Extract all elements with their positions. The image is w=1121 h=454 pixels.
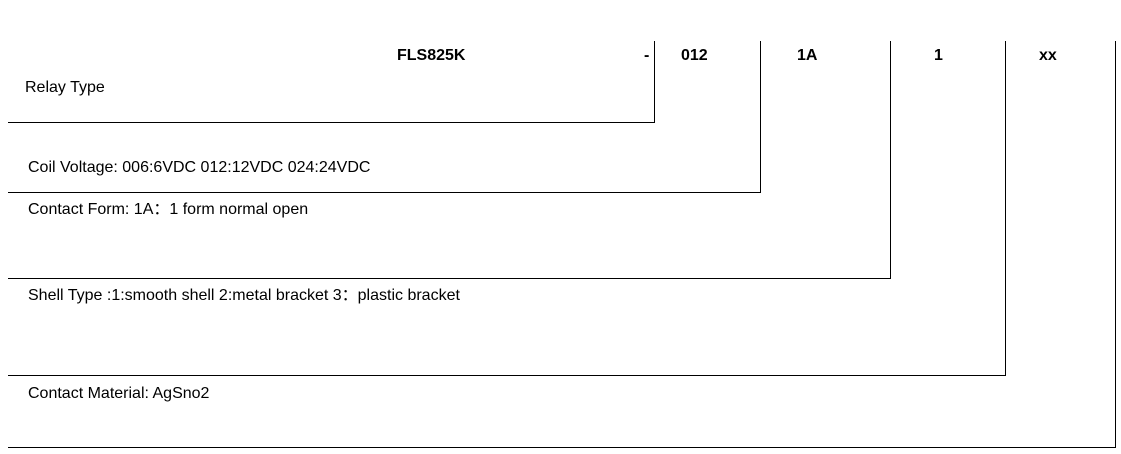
connector-hline-relay-type (8, 122, 655, 123)
connector-hline-contact-material (8, 447, 1116, 448)
part-code-separator: - (644, 47, 650, 64)
label-contact-material: Contact Material: AgSno2 (28, 385, 210, 402)
connector-vline-coil-voltage (760, 41, 761, 192)
connector-vline-shell-type (1005, 41, 1006, 375)
part-code-base: FLS825K (397, 47, 466, 64)
part-code-coil-voltage: 012 (681, 47, 708, 64)
label-relay-type: Relay Type (25, 79, 105, 96)
connector-vline-contact-form (890, 41, 891, 278)
label-coil-voltage: Coil Voltage: 006:6VDC 012:12VDC 024:24V… (28, 159, 371, 176)
connector-hline-contact-form (8, 278, 891, 279)
connector-hline-coil-voltage (8, 192, 761, 193)
part-code-contact-material: xx (1039, 47, 1057, 64)
connector-vline-contact-material (1115, 41, 1116, 448)
part-code-contact-form: 1A (797, 47, 818, 64)
part-code-shell-type: 1 (934, 47, 943, 64)
label-contact-form: Contact Form: 1A：1 form normal open (28, 201, 309, 218)
connector-hline-shell-type (8, 375, 1006, 376)
label-shell-type: Shell Type :1:smooth shell 2:metal brack… (28, 287, 460, 304)
connector-vline-relay-type (654, 41, 655, 123)
